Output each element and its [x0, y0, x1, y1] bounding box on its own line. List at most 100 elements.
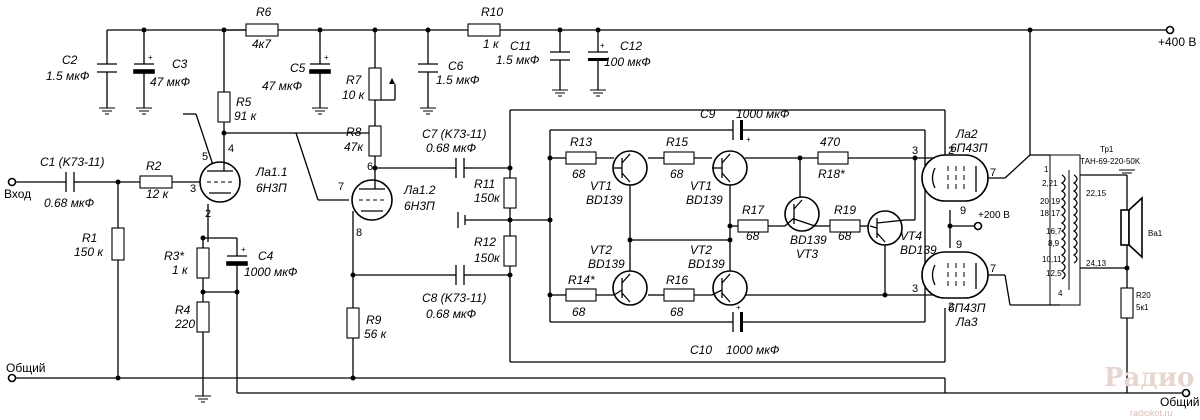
svg-text:+: + [148, 53, 153, 62]
input-terminal [7, 177, 17, 187]
output-transformer [1049, 154, 1081, 306]
r5-label: R5 [236, 95, 252, 109]
vt3-type: BD139 [790, 233, 827, 247]
ground-icon [312, 107, 328, 115]
r18-value: 470 [820, 135, 840, 149]
r8-value: 47к [344, 140, 364, 154]
junctions [115, 27, 1130, 381]
terminals [7, 25, 1191, 398]
r17-value: 68 [746, 229, 760, 243]
r5-value: 91 к [234, 109, 258, 123]
svg-text:radiokot.ru: radiokot.ru [1130, 408, 1173, 418]
la12-triode-tube [351, 176, 393, 225]
r15-label: R15 [666, 135, 688, 149]
watermark-logo: Радио КОТ radiokot.ru [1104, 363, 1200, 418]
svg-text:7: 7 [338, 181, 344, 193]
capacitors: + + + + + + [58, 41, 751, 332]
svg-text:20,19: 20,19 [1040, 197, 1061, 206]
svg-text:6: 6 [367, 161, 373, 173]
c2-capacitor [97, 63, 117, 73]
la2-type: 6П43П [950, 141, 988, 155]
c7-label: C7 (K73-11) [422, 127, 486, 141]
r2-resistor [139, 175, 173, 189]
vt2b-transistor [711, 270, 748, 306]
c2-label: C2 [62, 53, 78, 67]
c6-capacitor [418, 63, 438, 73]
ground-icon [195, 395, 211, 403]
ba1-label: Ва1 [1148, 229, 1163, 238]
la1-type: 6Н3П [256, 181, 287, 195]
c9-value: 1000 мкФ [736, 107, 790, 121]
c10-value: 1000 мкФ [726, 343, 780, 357]
svg-text:2: 2 [948, 301, 954, 313]
svg-text:Радио КОТ: Радио КОТ [1104, 363, 1200, 393]
r15-resistor [663, 151, 695, 165]
svg-text:9: 9 [960, 205, 966, 217]
c11-capacitor [550, 51, 570, 61]
c3-value: 47 мкФ [150, 75, 191, 89]
svg-text:10,11: 10,11 [1042, 255, 1062, 264]
r18-label: R18* [818, 167, 845, 181]
r14-label: R14* [568, 273, 595, 287]
r13-value: 68 [572, 167, 586, 181]
r18-resistor [817, 151, 849, 165]
svg-text:+: + [736, 303, 741, 312]
la2-label: Ла2 [955, 127, 978, 141]
plus400-terminal [1165, 25, 1175, 35]
transformer-tap-labels: 1 2,21 20,19 18,17 16,7 8,9 10,11 12,5 4… [1040, 165, 1107, 298]
r1-resistor [111, 227, 125, 261]
c12-capacitor: + [588, 41, 608, 61]
svg-text:16,7: 16,7 [1046, 227, 1062, 236]
r19-value: 68 [838, 229, 852, 243]
r1-value: 150 к [74, 245, 104, 259]
r3-label: R3* [164, 249, 184, 263]
svg-text:18,17: 18,17 [1040, 209, 1061, 218]
c5-label: C5 [290, 61, 306, 75]
vt1b-transistor [712, 150, 748, 186]
tr1-label: Тр1 [1100, 145, 1114, 154]
c1-label: C1 (K73-11) [40, 155, 104, 169]
la1-triode-tube [199, 157, 241, 203]
vt3-label: VT3 [796, 247, 818, 261]
r16-resistor [663, 288, 695, 302]
svg-text:7: 7 [990, 263, 996, 275]
r6-label: R6 [256, 5, 272, 19]
r13-resistor [565, 151, 597, 165]
c7-value: 0.68 мкФ [426, 141, 477, 155]
svg-text:1: 1 [1044, 165, 1049, 174]
wiring [13, 29, 1186, 396]
transistors [612, 150, 906, 306]
plus400-label: +400 В [1158, 35, 1196, 49]
la12-type: 6Н3П [404, 199, 435, 213]
r1-label: R1 [82, 231, 97, 245]
c10-capacitor: + [725, 303, 750, 332]
la2-pentode-tube [921, 154, 989, 202]
c8-value: 0.68 мкФ [426, 307, 477, 321]
la3-type: 6П43П [948, 301, 986, 315]
tubes [199, 154, 989, 299]
vt1b-type: BD139 [686, 193, 723, 207]
r11-resistor [503, 177, 517, 209]
r4-resistor [196, 301, 210, 333]
r16-label: R16 [666, 273, 688, 287]
r6-value: 4к7 [252, 37, 272, 51]
r10-label: R10 [481, 5, 503, 19]
r2-value: 12 к [146, 187, 170, 201]
svg-text:8,9: 8,9 [1048, 239, 1060, 248]
r2-label: R2 [146, 159, 162, 173]
r20-resistor [1120, 287, 1134, 319]
r10-resistor [467, 23, 501, 37]
r7-label: R7 [346, 73, 363, 87]
r8-resistor [368, 125, 382, 157]
c2-value: 1.5 мкФ [46, 69, 90, 83]
common-label-right: Общий [1160, 395, 1200, 409]
vt2a-label: VT2 [590, 243, 612, 257]
r4-value: 220 [174, 317, 195, 331]
vt1a-transistor [612, 150, 648, 186]
svg-text:3: 3 [912, 283, 918, 295]
common-label-left: Общий [6, 361, 46, 375]
r11-label: R11 [474, 177, 495, 191]
r7-value: 10 к [342, 88, 366, 102]
svg-text:3: 3 [912, 145, 918, 157]
